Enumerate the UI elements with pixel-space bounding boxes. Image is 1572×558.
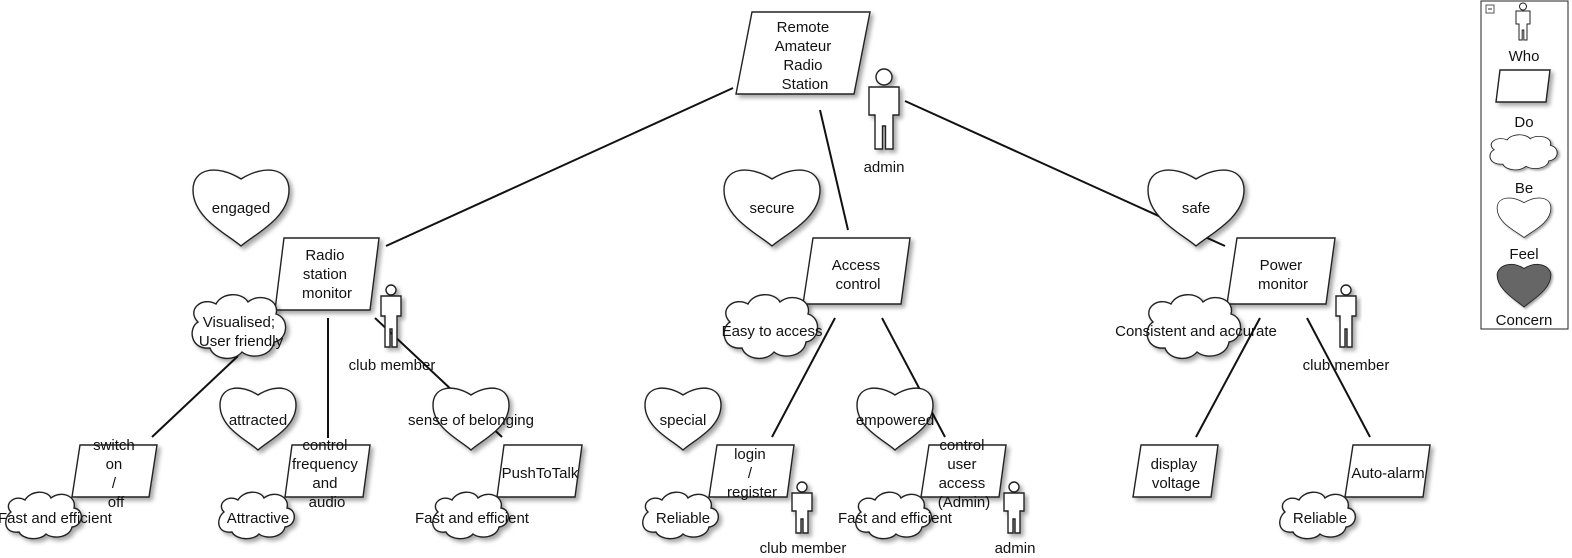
who-person-icon[interactable] [380, 284, 402, 348]
do-node-remote-amateur-radio-station[interactable]: Remote Amateur Radio Station [735, 11, 871, 95]
do-node-label: Radio station monitor [302, 247, 352, 302]
feel-label: secure [749, 200, 794, 217]
do-node-label: Access control [832, 257, 885, 293]
do-node-label: control frequency and audio [292, 437, 362, 511]
do-node-label: login / register [727, 446, 777, 501]
do-node-label: Power monitor [1258, 257, 1308, 293]
edge-access-control-user [881, 317, 946, 438]
feel-heart-sense-of-belonging[interactable]: sense of belonging [408, 387, 534, 451]
be-cloud-reliable[interactable]: Reliable [1279, 491, 1356, 540]
edge-radio-switch [151, 355, 239, 438]
be-label: Reliable [656, 510, 710, 527]
be-label: Fast and efficient [0, 510, 113, 527]
be-label: Consistent and accurate [1115, 323, 1277, 340]
edge-access-login [771, 317, 836, 438]
legend-who-person-icon [1515, 2, 1531, 41]
feel-label: sense of belonging [408, 412, 534, 429]
be-cloud-attractive[interactable]: Attractive [218, 491, 295, 540]
do-node-label: Remote Amateur Radio Station [775, 19, 836, 93]
be-label: Easy to access [722, 323, 823, 340]
who-label-admin: admin [995, 540, 1036, 557]
feel-heart-secure[interactable]: secure [723, 169, 821, 247]
edge-power-display [1195, 317, 1261, 438]
legend-do-parallelogram [1495, 69, 1551, 103]
legend-be-cloud [1489, 134, 1558, 171]
edge-power-autoalarm [1306, 317, 1371, 438]
do-node-label: control user access (Admin) [938, 437, 991, 511]
feel-label: special [660, 412, 707, 429]
do-node-control-user-access[interactable]: control user access (Admin) [920, 437, 1007, 511]
feel-heart-attracted[interactable]: attracted [219, 387, 297, 451]
be-cloud-visualised[interactable]: Visualised; User friendly [191, 294, 287, 359]
feel-heart-empowered[interactable]: empowered [856, 387, 934, 451]
do-node-control-frequency-and-audio[interactable]: control frequency and audio [284, 437, 371, 511]
be-cloud-fast-and-efficient[interactable]: Fast and efficient [0, 491, 113, 540]
do-node-auto-alarm[interactable]: Auto-alarm [1344, 444, 1431, 498]
feel-label: engaged [212, 200, 270, 217]
who-person-icon[interactable] [868, 68, 900, 150]
legend-label-feel: Feel [1509, 246, 1538, 263]
feel-heart-engaged[interactable]: engaged [192, 169, 290, 247]
who-label-club-member: club member [1303, 357, 1390, 374]
be-label: Fast and efficient [415, 510, 530, 527]
do-node-pushtotalk[interactable]: PushToTalk [496, 444, 583, 498]
be-label: Attractive [227, 510, 290, 527]
be-cloud-reliable[interactable]: Reliable [642, 491, 719, 540]
who-person-icon[interactable] [1003, 481, 1025, 534]
be-label: Fast and efficient [838, 510, 953, 527]
legend-label-who: Who [1509, 48, 1540, 65]
legend-label-concern: Concern [1496, 312, 1553, 329]
be-cloud-fast-and-efficient[interactable]: Fast and efficient [415, 491, 530, 540]
do-node-label: switch on / off [93, 437, 139, 511]
nodes: Remote Amateur Radio Station admin Radio… [0, 11, 1431, 557]
do-node-radio-station-monitor[interactable]: Radio station monitor [274, 237, 380, 311]
do-node-switch-on-off[interactable]: switch on / off [71, 437, 158, 511]
do-node-power-monitor[interactable]: Power monitor [1226, 237, 1336, 305]
legend-concern-filled-heart [1496, 263, 1552, 308]
be-cloud-consistent-and-accurate[interactable]: Consistent and accurate [1115, 294, 1277, 359]
feel-label: attracted [229, 412, 287, 429]
be-label: Visualised; User friendly [199, 314, 284, 350]
who-person-icon[interactable] [1335, 284, 1357, 348]
who-person-icon[interactable] [791, 481, 813, 534]
legend-panel: Who Do Be Feel Concern [1480, 0, 1569, 330]
do-node-label: PushToTalk [502, 465, 579, 482]
feel-label: empowered [856, 412, 934, 429]
do-node-login-register[interactable]: login / register [708, 444, 795, 501]
who-label-admin: admin [864, 159, 905, 176]
edge-root-access-control [819, 109, 849, 231]
feel-heart-safe[interactable]: safe [1147, 169, 1245, 247]
feel-label: safe [1182, 200, 1210, 217]
do-node-label: display voltage [1151, 456, 1202, 492]
who-label-club-member: club member [349, 357, 436, 374]
who-label-club-member: club member [760, 540, 847, 557]
legend-label-do: Do [1514, 114, 1533, 131]
edge-root-radio-monitor [385, 87, 734, 247]
be-cloud-easy-to-access[interactable]: Easy to access [722, 294, 823, 359]
do-node-label: Auto-alarm [1351, 465, 1424, 482]
do-node-access-control[interactable]: Access control [802, 237, 911, 305]
be-cloud-fast-and-efficient[interactable]: Fast and efficient [838, 491, 953, 540]
be-label: Reliable [1293, 510, 1347, 527]
legend-feel-heart [1496, 197, 1552, 238]
legend-collapse-button[interactable] [1485, 4, 1495, 14]
do-node-display-voltage[interactable]: display voltage [1132, 444, 1219, 498]
feel-heart-special[interactable]: special [644, 387, 722, 451]
legend-label-be: Be [1515, 180, 1533, 197]
